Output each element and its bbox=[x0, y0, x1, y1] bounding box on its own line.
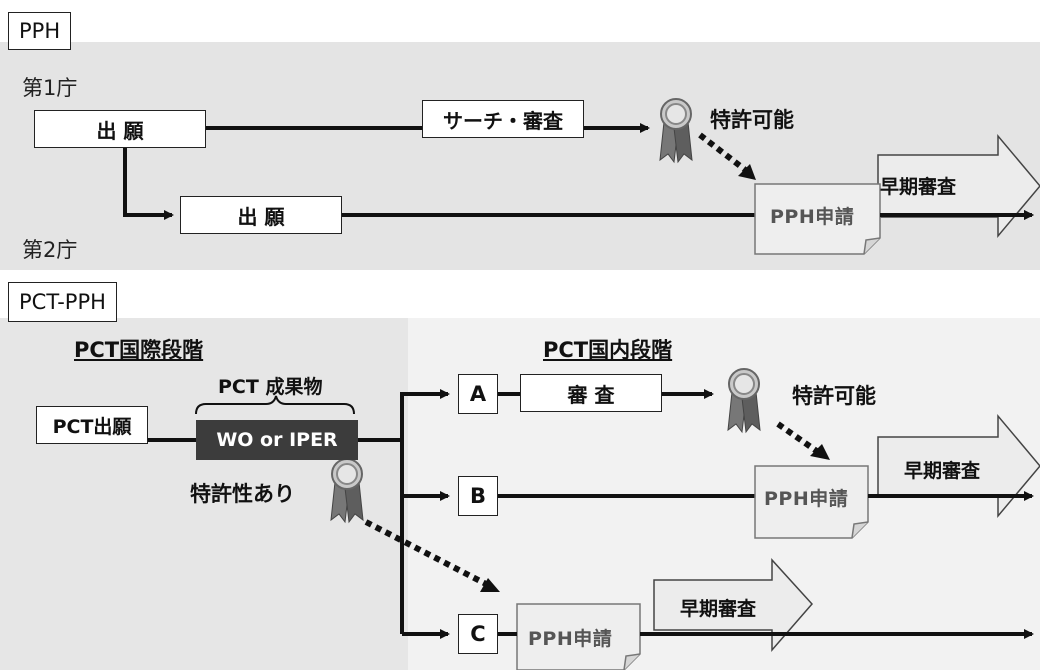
pph-request-label-b: PPH申請 bbox=[764, 488, 849, 510]
office2-application-box: 出 願 bbox=[180, 196, 342, 234]
accelerated-exam-label-ab: 早期審査 bbox=[904, 460, 981, 482]
route-a-box: A bbox=[458, 374, 498, 414]
search-exam-box: サーチ・審査 bbox=[422, 100, 584, 138]
ribbon-award-icon bbox=[659, 98, 693, 163]
intl-phase-heading: PCT国際段階 bbox=[74, 338, 204, 362]
natl-phase-heading: PCT国内段階 bbox=[543, 338, 673, 362]
ribbon-award-icon bbox=[727, 368, 761, 433]
patentable-label-a: 特許可能 bbox=[792, 384, 876, 408]
wo-iper-box: WO or IPER bbox=[196, 420, 358, 460]
route-b-box: B bbox=[458, 476, 498, 516]
office2-label: 第2庁 bbox=[22, 238, 78, 262]
office1-application-box: 出 願 bbox=[34, 110, 206, 148]
big-right-arrow-icon bbox=[653, 558, 814, 653]
pct-product-label: PCT 成果物 bbox=[218, 376, 323, 398]
route-c-box: C bbox=[458, 614, 498, 654]
pph-request-label: PPH申請 bbox=[770, 206, 855, 228]
pct-pph-tab: PCT-PPH bbox=[8, 282, 117, 322]
office1-label: 第1庁 bbox=[22, 76, 78, 100]
accelerated-exam-label: 早期審査 bbox=[880, 176, 957, 198]
accelerated-exam-label-c: 早期審査 bbox=[680, 598, 757, 620]
ribbon-award-icon bbox=[330, 458, 364, 523]
pct-application-box: PCT出願 bbox=[36, 406, 148, 444]
pph-tab: PPH bbox=[8, 12, 72, 50]
patentable-label: 特許可能 bbox=[710, 108, 794, 132]
pph-request-label-c: PPH申請 bbox=[528, 628, 613, 650]
exam-box: 審 査 bbox=[520, 374, 662, 412]
patentability-label: 特許性あり bbox=[190, 482, 295, 506]
